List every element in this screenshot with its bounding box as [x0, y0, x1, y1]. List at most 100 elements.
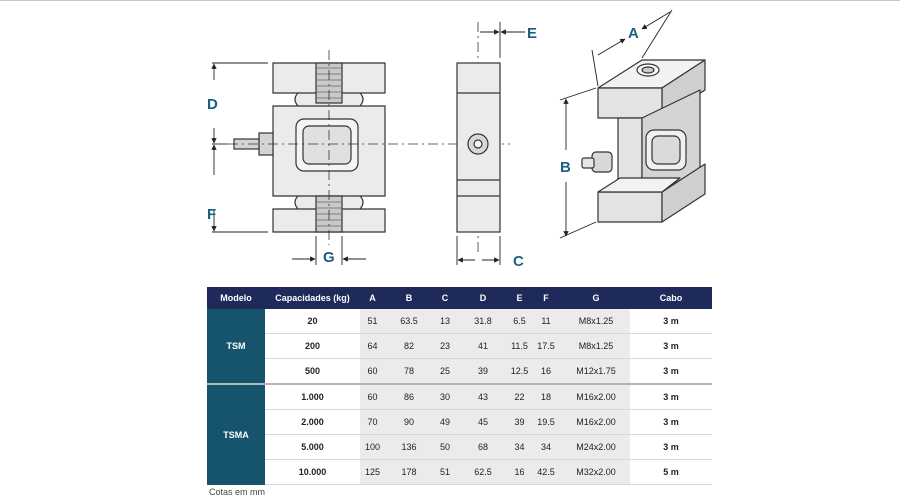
- cabo-cell: 3 m: [630, 309, 712, 334]
- value-cell: 11: [530, 309, 562, 334]
- front-view: [233, 62, 386, 233]
- value-cell: 39: [509, 409, 530, 435]
- value-cell: 17.5: [530, 333, 562, 359]
- header-c: C: [433, 287, 457, 309]
- dimension-f: [211, 144, 268, 233]
- dimension-e: [480, 22, 525, 58]
- value-cell: 100: [360, 434, 385, 460]
- value-cell: 82: [385, 333, 433, 359]
- value-cell: 39: [457, 358, 509, 385]
- value-cell: 42.5: [530, 459, 562, 485]
- value-cell: 25: [433, 358, 457, 385]
- value-cell: 136: [385, 434, 433, 460]
- table-row: 2.000 70 90 49 45 39 19.5 M16x2.00 3 m: [207, 409, 712, 435]
- capacity-cell: 1.000: [265, 383, 360, 410]
- cabo-cell: 3 m: [630, 358, 712, 385]
- value-cell: 41: [457, 333, 509, 359]
- capacity-cell: 200: [265, 333, 360, 359]
- dimension-label-c: C: [513, 253, 524, 270]
- value-cell: M16x2.00: [562, 409, 630, 435]
- table-row: TSM 20 51 63.5 13 31.8 6.5 11 M8x1.25 3 …: [207, 309, 712, 384]
- dimension-label-g: G: [323, 249, 335, 266]
- value-cell: M8x1.25: [562, 333, 630, 359]
- value-cell: M16x2.00: [562, 383, 630, 410]
- dimension-label-e: E: [527, 25, 537, 42]
- header-g: G: [562, 287, 630, 309]
- value-cell: 34: [530, 434, 562, 460]
- value-cell: 45: [457, 409, 509, 435]
- capacity-cell: 5.000: [265, 434, 360, 460]
- value-cell: 12.5: [509, 358, 530, 385]
- value-cell: 30: [433, 383, 457, 410]
- value-cell: 22: [509, 383, 530, 410]
- cabo-cell: 3 m: [630, 434, 712, 460]
- specifications-table: Modelo Capacidades (kg) A B C D E F G Ca…: [207, 287, 712, 485]
- units-note: Cotas em mm: [209, 487, 266, 497]
- header-b: B: [385, 287, 433, 309]
- value-cell: 90: [385, 409, 433, 435]
- cabo-cell: 3 m: [630, 333, 712, 359]
- model-cell-tsma: TSMA: [207, 383, 265, 485]
- value-cell: 43: [457, 383, 509, 410]
- value-cell: 18: [530, 383, 562, 410]
- value-cell: 86: [385, 383, 433, 410]
- model-cell-tsm: TSM: [207, 309, 265, 384]
- value-cell: 125: [360, 459, 385, 485]
- capacity-cell: 500: [265, 358, 360, 385]
- capacity-cell: 2.000: [265, 409, 360, 435]
- value-cell: 70: [360, 409, 385, 435]
- capacity-cell: 20: [265, 309, 360, 334]
- value-cell: 60: [360, 358, 385, 385]
- header-cabo: Cabo: [630, 287, 712, 309]
- dimension-label-b: B: [560, 159, 571, 176]
- table-header-row: Modelo Capacidades (kg) A B C D E F G Ca…: [207, 287, 712, 309]
- value-cell: M8x1.25: [562, 309, 630, 334]
- table-row: 200 64 82 23 41 11.5 17.5 M8x1.25 3 m: [207, 333, 712, 359]
- dimension-label-a: A: [628, 25, 639, 42]
- dimension-g: [292, 236, 366, 265]
- value-cell: M24x2.00: [562, 434, 630, 460]
- dimension-c: [456, 236, 501, 265]
- table-row: 5.000 100 136 50 68 34 34 M24x2.00 3 m: [207, 434, 712, 460]
- value-cell: 19.5: [530, 409, 562, 435]
- header-f: F: [530, 287, 562, 309]
- header-a: A: [360, 287, 385, 309]
- table-row: TSMA 1.000 60 86 30 43 22 18 M16x2.00 3 …: [207, 383, 712, 485]
- value-cell: 78: [385, 358, 433, 385]
- header-e: E: [509, 287, 530, 309]
- isometric-view: [581, 59, 706, 223]
- value-cell: 68: [457, 434, 509, 460]
- value-cell: 51: [360, 309, 385, 334]
- value-cell: 13: [433, 309, 457, 334]
- table-row: 10.000 125 178 51 62.5 16 42.5 M32x2.00 …: [207, 459, 712, 485]
- value-cell: 23: [433, 333, 457, 359]
- value-cell: 62.5: [457, 459, 509, 485]
- header-d: D: [457, 287, 509, 309]
- dimension-d: [211, 62, 268, 145]
- value-cell: 63.5: [385, 309, 433, 334]
- value-cell: 178: [385, 459, 433, 485]
- value-cell: 64: [360, 333, 385, 359]
- value-cell: 51: [433, 459, 457, 485]
- value-cell: 50: [433, 434, 457, 460]
- value-cell: 34: [509, 434, 530, 460]
- header-capacidades: Capacidades (kg): [265, 287, 360, 309]
- cabo-cell: 5 m: [630, 459, 712, 485]
- dimension-label-f: F: [207, 206, 216, 223]
- value-cell: 6.5: [509, 309, 530, 334]
- load-cell-technical-drawing: D F G E C A B: [207, 9, 706, 270]
- value-cell: 49: [433, 409, 457, 435]
- dimension-a: [591, 9, 673, 87]
- value-cell: 60: [360, 383, 385, 410]
- value-cell: 16: [509, 459, 530, 485]
- capacity-cell: 10.000: [265, 459, 360, 485]
- table-row: 500 60 78 25 39 12.5 16 M12x1.75 3 m: [207, 358, 712, 385]
- value-cell: 11.5: [509, 333, 530, 359]
- dimension-b: [559, 87, 597, 239]
- value-cell: 31.8: [457, 309, 509, 334]
- header-modelo: Modelo: [207, 287, 265, 309]
- value-cell: M12x1.75: [562, 358, 630, 385]
- top-divider: [0, 0, 900, 1]
- value-cell: M32x2.00: [562, 459, 630, 485]
- cabo-cell: 3 m: [630, 383, 712, 410]
